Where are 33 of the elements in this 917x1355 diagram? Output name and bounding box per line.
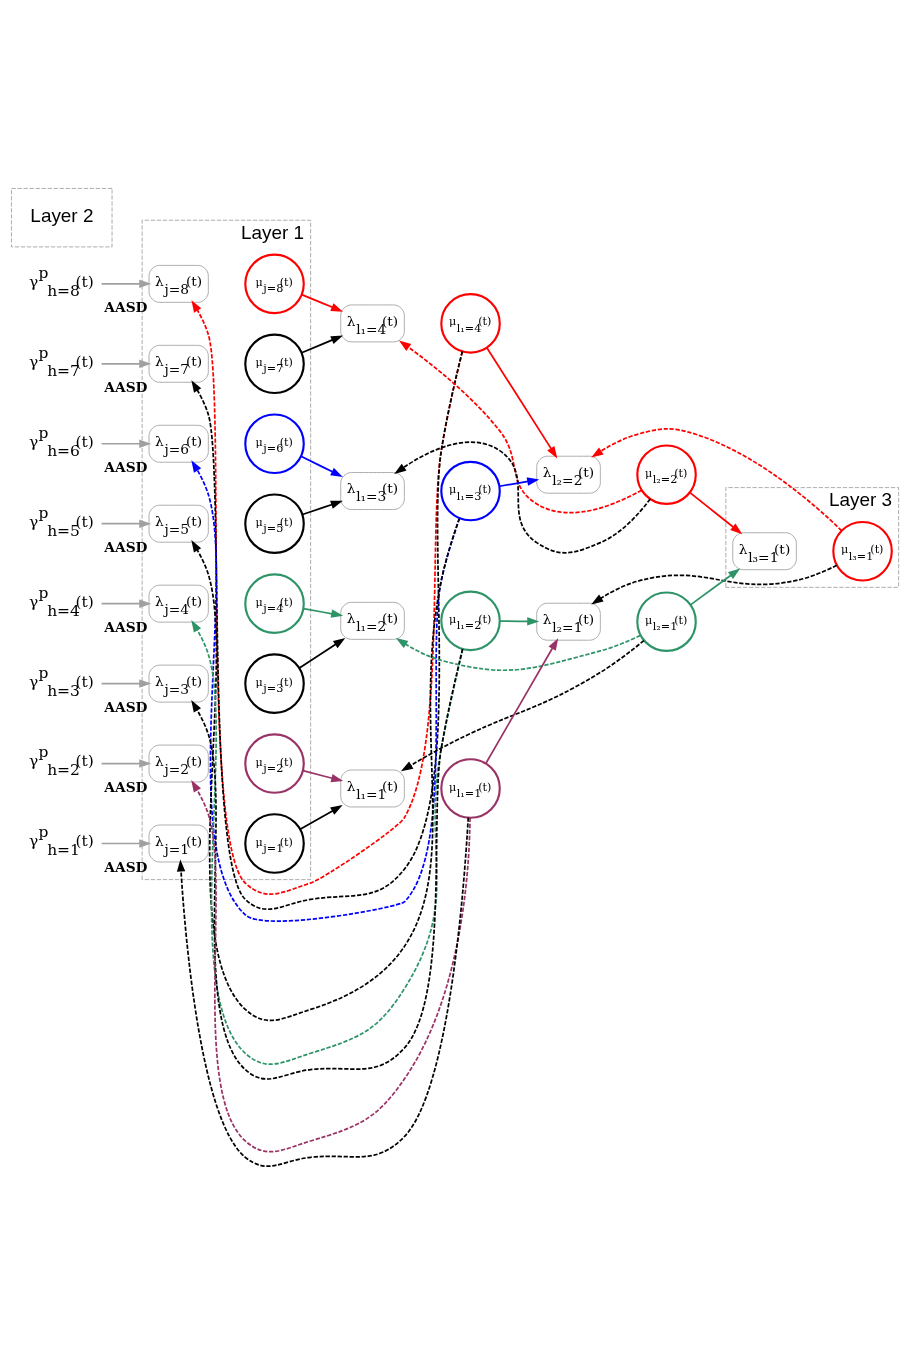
arrow (394, 441, 651, 554)
arrow (395, 634, 642, 671)
arrow (191, 780, 471, 1153)
arrow (302, 607, 344, 618)
arrow (498, 477, 540, 488)
arrow (191, 517, 461, 1022)
node-box: Layer 2 (11, 188, 113, 248)
arrow (689, 568, 741, 606)
arrow (591, 427, 843, 532)
arrow (484, 638, 559, 765)
arrow (591, 564, 838, 605)
arrow (300, 293, 343, 312)
arrow (100, 279, 152, 289)
arrow (298, 638, 346, 669)
arrow (499, 617, 540, 626)
arrow (191, 460, 461, 922)
arrow (176, 816, 470, 1167)
arrow (486, 346, 558, 459)
arrow (301, 500, 343, 516)
arrow (400, 639, 645, 772)
arrow (100, 599, 152, 608)
arrow (300, 455, 343, 477)
arrow (100, 759, 152, 768)
arrow (100, 519, 152, 528)
arrow (299, 805, 343, 831)
arrow (100, 839, 152, 848)
arrow (689, 491, 743, 535)
arrow (100, 439, 152, 448)
arrow (100, 679, 152, 688)
arrow (100, 359, 152, 369)
arrow (398, 340, 643, 514)
arrow (300, 335, 343, 354)
arrow (302, 769, 344, 783)
